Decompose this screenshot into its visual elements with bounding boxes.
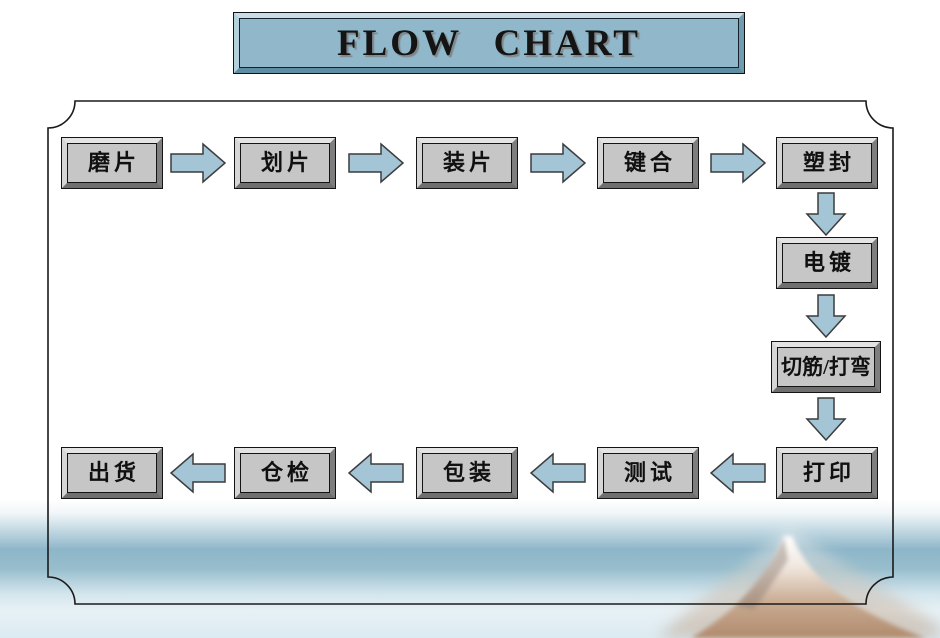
node-plating: 电镀: [776, 237, 878, 289]
node-dicing: 划片: [234, 137, 336, 189]
mountain-art: [656, 528, 940, 638]
node-label: 出货: [87, 460, 140, 485]
arrow-left-icon: [348, 453, 404, 493]
node-label: 塑封: [802, 150, 855, 175]
node-marking: 打印: [776, 447, 878, 499]
node-label: 包装: [442, 460, 495, 485]
arrow-down-icon: [806, 192, 846, 236]
node-bonding: 键合: [597, 137, 699, 189]
arrow-left-icon: [530, 453, 586, 493]
page-title: FLOW CHART: [337, 22, 641, 64]
node-shipping: 出货: [61, 447, 163, 499]
node-label: 打印: [802, 460, 855, 485]
node-trim-form: 切筋/打弯: [771, 341, 881, 393]
arrow-down-icon: [806, 294, 846, 338]
arrow-down-icon: [806, 397, 846, 441]
node-label: 测试: [623, 460, 676, 485]
node-grinding: 磨片: [61, 137, 163, 189]
title-banner: FLOW CHART: [233, 12, 745, 74]
arrow-right-icon: [530, 143, 586, 183]
node-label: 键合: [623, 150, 676, 175]
arrow-left-icon: [710, 453, 766, 493]
node-die-attach: 装片: [416, 137, 518, 189]
node-label: 仓检: [260, 460, 313, 485]
node-label: 切筋/打弯: [781, 354, 871, 379]
node-label: 划片: [260, 150, 313, 175]
node-packing: 包装: [416, 447, 518, 499]
node-warehouse-check: 仓检: [234, 447, 336, 499]
node-label: 装片: [442, 150, 495, 175]
node-molding: 塑封: [776, 137, 878, 189]
node-testing: 测试: [597, 447, 699, 499]
arrow-right-icon: [348, 143, 404, 183]
arrow-right-icon: [170, 143, 226, 183]
arrow-left-icon: [170, 453, 226, 493]
node-label: 电镀: [802, 250, 855, 275]
node-label: 磨片: [87, 150, 140, 175]
arrow-right-icon: [710, 143, 766, 183]
